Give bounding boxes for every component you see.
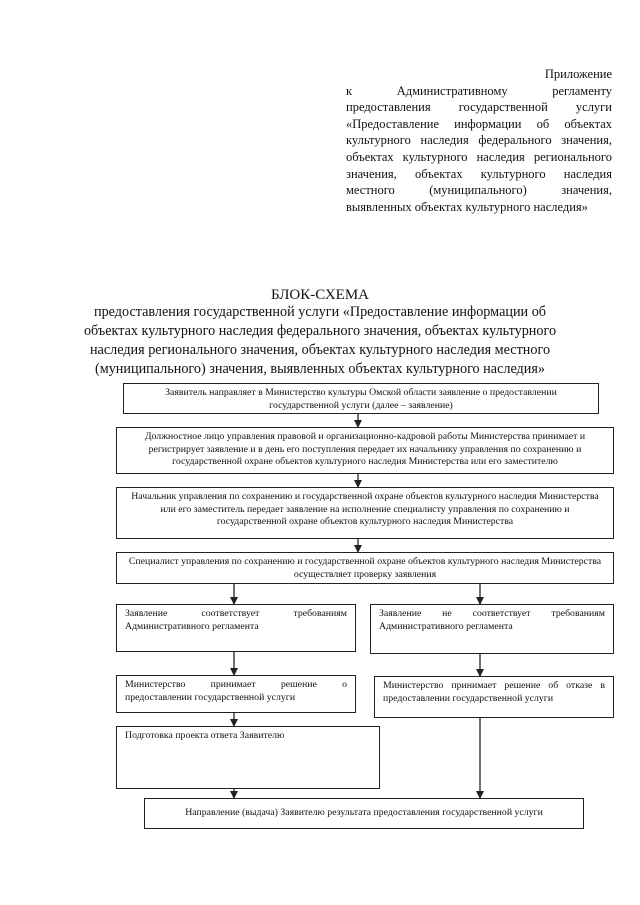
appendix-text: к Административному регламенту предостав… [346, 83, 612, 214]
step-draft-reply: Подготовка проекта ответа Заявителю [116, 726, 380, 789]
step-transfer-to-specialist: Начальник управления по сохранению и гос… [116, 487, 614, 539]
step-application-compliant: Заявление соответствует требованиям Адми… [116, 604, 356, 652]
step-application-check: Специалист управления по сохранению и го… [116, 552, 614, 584]
step-decision-to-refuse: Министерство принимает решение об отказе… [374, 676, 614, 718]
diagram-title: БЛОК-СХЕМА [270, 287, 370, 303]
appendix-note: Приложение к Административному регламент… [346, 66, 612, 215]
diagram-subtitle: предоставления государственной услуги «П… [83, 304, 557, 377]
appendix-heading: Приложение [544, 67, 612, 81]
step-application-not-compliant: Заявление не соответствует требованиям А… [370, 604, 614, 654]
step-application-submitted: Заявитель направляет в Министерство куль… [123, 383, 599, 414]
step-registration: Должностное лицо управления правовой и о… [116, 427, 614, 474]
step-result-delivery: Направление (выдача) Заявителю результат… [144, 798, 584, 829]
step-decision-to-provide: Министерство принимает решение о предост… [116, 675, 356, 713]
